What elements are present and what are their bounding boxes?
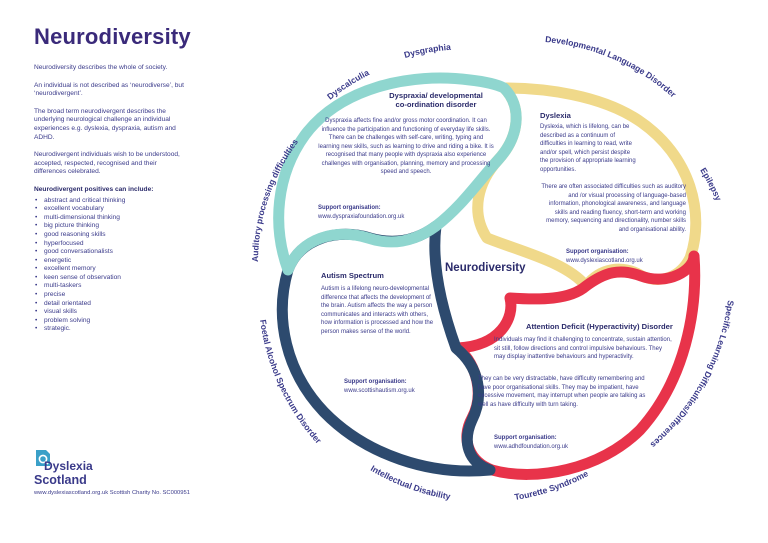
dyslexia-title: Dyslexia <box>540 111 571 120</box>
intro-paragraph: An individual is not described as ‘neuro… <box>34 81 184 98</box>
dyslexia-scotland-logo-icon <box>36 450 50 466</box>
dyslexia-text: Dyslexia, which is lifelong, can be desc… <box>540 124 636 173</box>
adhd-support: Support organisation: www.adhdfoundation… <box>494 435 569 450</box>
list-item: excellent memory <box>34 265 184 274</box>
dyspraxia-support: Support organisation: www.dyspraxiafound… <box>318 205 405 220</box>
label-epilepsy: Epilepsy <box>698 166 723 203</box>
list-item: problem solving <box>34 317 184 326</box>
dyspraxia-lobe <box>273 72 522 276</box>
footer: www.dyslexiascotland.org.uk Scottish Cha… <box>34 490 190 496</box>
list-item: excellent vocabulary <box>34 205 184 214</box>
autism-title: Autism Spectrum <box>321 271 384 280</box>
intro-column: Neurodiversity describes the whole of so… <box>34 64 184 334</box>
page-title: Neurodiversity <box>34 24 191 49</box>
list-item: visual skills <box>34 308 184 317</box>
intro-paragraph: Neurodivergent individuals wish to be un… <box>34 151 180 176</box>
list-item: good reasoning skills <box>34 231 184 240</box>
list-item: keen sense of observation <box>34 274 184 283</box>
list-item: good conversationalists <box>34 248 184 257</box>
adhd-text-2: They can be very distractable, have diff… <box>478 376 646 408</box>
dyspraxia-text: Dyspraxia affects fine and/or gross moto… <box>318 118 494 175</box>
dyspraxia-title: Dyspraxia/ developmental co-ordination d… <box>389 91 483 109</box>
intro-paragraph: Neurodiversity describes the whole of so… <box>34 64 168 71</box>
label-fasd: Foetal Alcohol Spectrum Disorder <box>258 319 324 446</box>
list-item: abstract and critical thinking <box>34 197 184 206</box>
list-item: precise <box>34 291 184 300</box>
adhd-title: Attention Deficit (Hyperactivity) Disord… <box>526 322 673 331</box>
list-item: energetic <box>34 257 184 266</box>
logo-text: Dyslexia <box>44 459 93 473</box>
list-item: strategic. <box>34 325 184 334</box>
autism-support: Support organisation: www.scottishautism… <box>344 379 415 394</box>
list-item: hyperfocused <box>34 240 184 249</box>
dyslexia-text-2: There are often associated difficulties … <box>541 184 686 233</box>
adhd-text: Individuals may find it challenging to c… <box>494 337 672 360</box>
positives-list: abstract and critical thinking excellent… <box>34 197 184 335</box>
list-item: big picture thinking <box>34 222 184 231</box>
intro-paragraph: The broad term neurodivergent describes … <box>34 107 176 141</box>
list-item: multi-taskers <box>34 282 184 291</box>
list-item: multi-dimensional thinking <box>34 214 184 223</box>
center-label: Neurodiversity <box>445 262 526 274</box>
list-item: detail orientated <box>34 300 184 309</box>
autism-text: Autism is a lifelong neuro-developmental… <box>321 286 434 335</box>
label-dysgraphia: Dysgraphia <box>403 42 452 60</box>
positives-heading: Neurodivergent positives can include: <box>34 185 154 193</box>
dyslexia-support: Support organisation: www.dyslexiascotla… <box>566 249 643 264</box>
logo-text: Scotland <box>34 473 87 487</box>
